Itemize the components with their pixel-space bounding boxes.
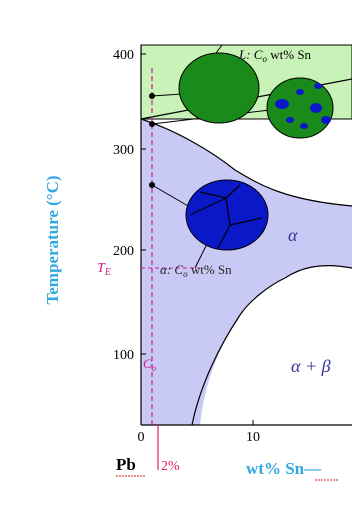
x-left-label: Pb	[116, 455, 136, 474]
x-axis-title: wt% Sn—	[246, 459, 322, 478]
alpha-label: α: Co wt% Sn	[160, 262, 232, 279]
eutectic-temp-label: TE	[97, 261, 111, 278]
top-label: L: Co wt% Sn	[238, 47, 312, 64]
y-axis-title: Temperature (°C)	[43, 175, 62, 304]
liquid-grain-icon	[179, 53, 259, 123]
y-tick-400: 400	[113, 48, 134, 63]
region-alpha-beta-label: α + β	[291, 356, 331, 376]
y-tick-300: 300	[113, 143, 134, 158]
y-tick-200: 200	[113, 244, 134, 259]
x-tick-0: 0	[138, 430, 145, 445]
region-alpha-label: α	[288, 225, 298, 245]
y-tick-100: 100	[113, 348, 134, 363]
x-tick-10: 10	[246, 430, 260, 445]
alpha-polycrystal-icon	[186, 180, 268, 250]
x-pct-label: 2%	[161, 459, 180, 474]
nucleating-grain-icon	[267, 78, 333, 138]
